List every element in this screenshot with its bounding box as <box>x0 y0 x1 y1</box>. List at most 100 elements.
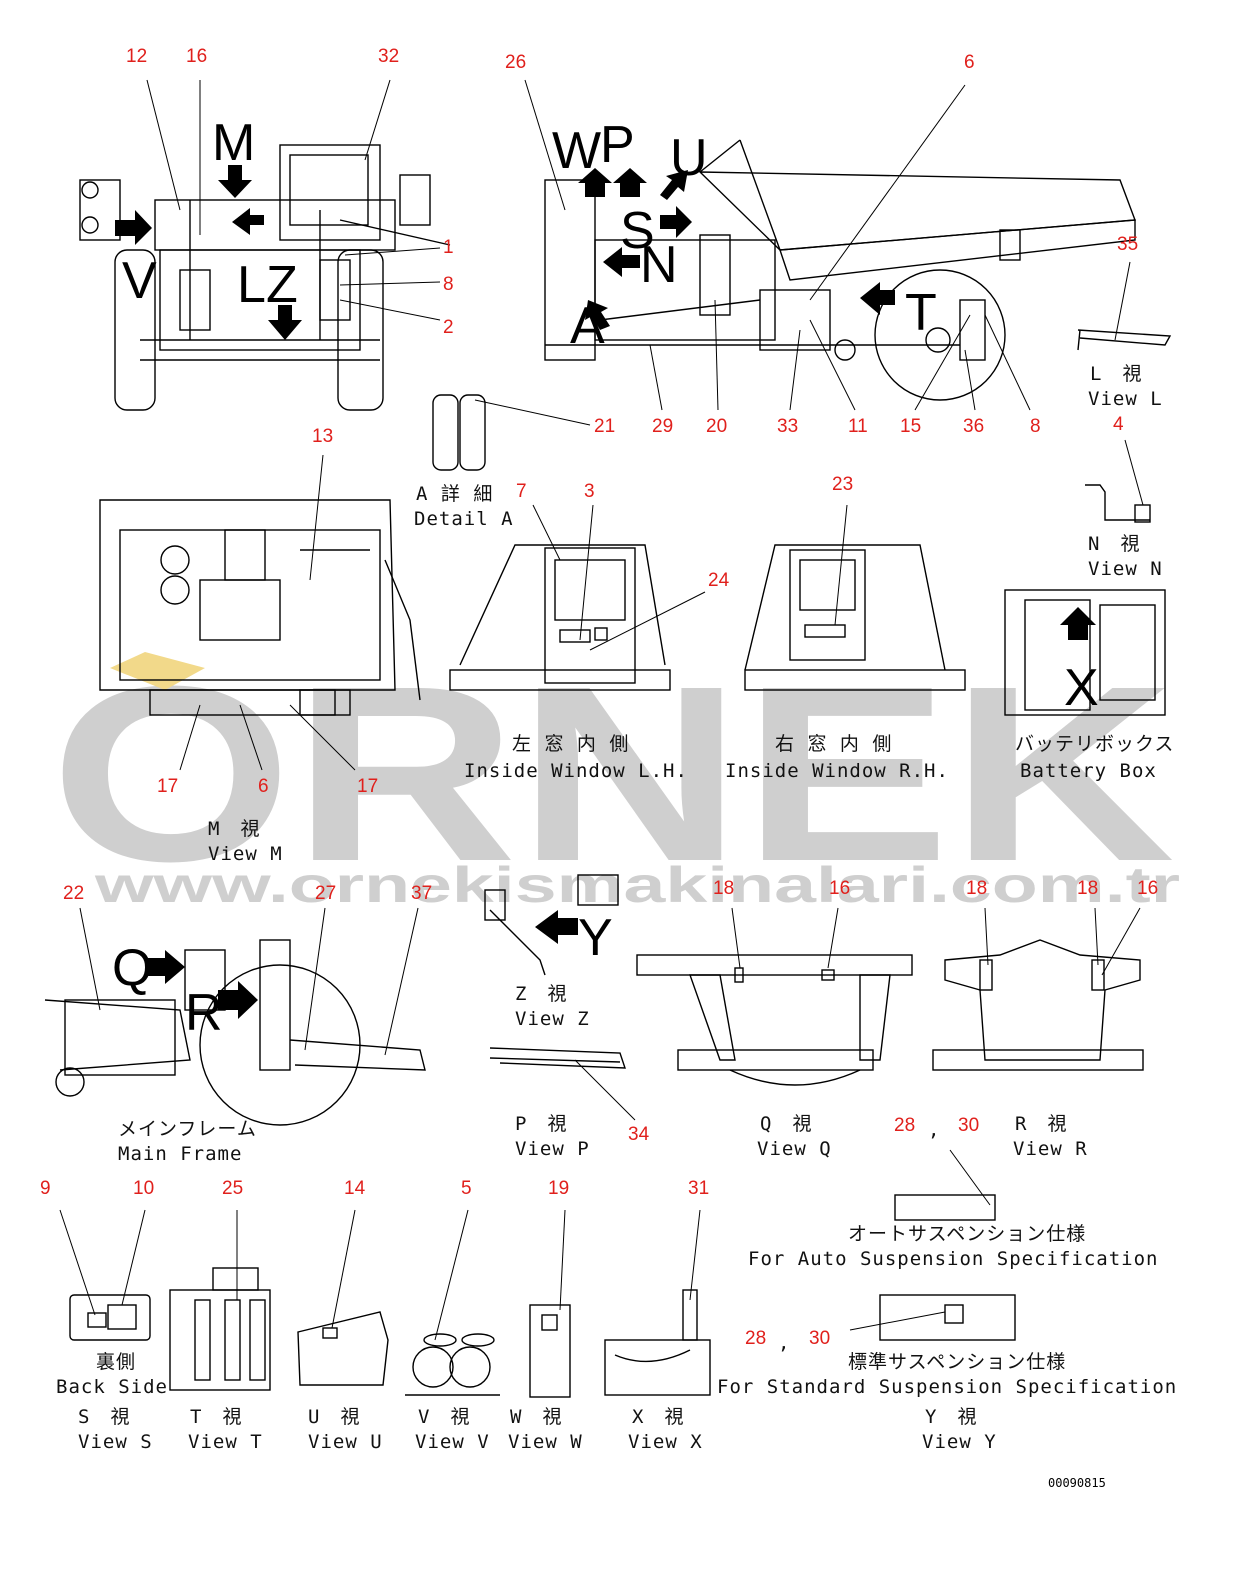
view-z-drawing <box>484 874 619 976</box>
callout-6-m: 6 <box>258 776 269 797</box>
callout-28-std: 28 <box>745 1328 766 1349</box>
view-v-jp: V 視 <box>418 1406 470 1428</box>
view-letter-q: Q <box>112 939 152 997</box>
callout-26: 26 <box>505 52 526 73</box>
side-view-arrows <box>578 168 895 330</box>
view-s-drawing <box>69 1294 151 1341</box>
view-letter-p: P <box>600 116 635 174</box>
view-l-drawing <box>1077 329 1172 351</box>
comma-auto: , <box>928 1119 940 1141</box>
view-y-caption: View Y <box>922 1431 997 1453</box>
callout-25: 25 <box>222 1178 243 1199</box>
view-letter-s: S <box>620 202 655 260</box>
inside-window-lh-jp: 左 窓 内 側 <box>512 733 629 755</box>
callout-2: 2 <box>443 317 454 338</box>
callout-13: 13 <box>312 426 333 447</box>
view-v-drawing <box>405 1333 500 1396</box>
callout-4: 4 <box>1113 414 1124 435</box>
std-susp-caption: For Standard Suspension Specification <box>717 1376 1177 1398</box>
callout-23: 23 <box>832 474 853 495</box>
rear-view-arrows <box>115 165 302 340</box>
callout-16-q: 16 <box>829 878 850 899</box>
inside-window-rh-jp: 右 窓 内 側 <box>775 733 892 755</box>
callout-17-left: 17 <box>157 776 178 797</box>
std-susp-jp: 標準サスペンション仕様 <box>848 1351 1066 1373</box>
callout-1: 1 <box>443 237 454 258</box>
callout-14: 14 <box>344 1178 366 1199</box>
view-x-caption: View X <box>628 1431 703 1453</box>
view-letter-a: A <box>570 297 605 355</box>
view-letter-v: V <box>122 252 157 310</box>
callout-28-auto: 28 <box>894 1115 915 1136</box>
callout-numbers: 12 16 32 1 8 2 26 6 35 21 29 20 33 11 15… <box>40 46 1158 1354</box>
view-l-caption: View L <box>1088 388 1163 410</box>
inside-window-lh-drawing <box>449 544 671 691</box>
view-z-caption: View Z <box>515 1008 590 1030</box>
callout-18-q: 18 <box>713 878 734 899</box>
main-frame-caption: Main Frame <box>118 1143 242 1165</box>
view-s-caption: View S <box>78 1431 153 1453</box>
view-n-caption: View N <box>1088 558 1163 580</box>
inside-window-rh-caption: Inside Window R.H. <box>725 760 949 782</box>
callout-12: 12 <box>126 46 147 67</box>
view-u-caption: View U <box>308 1431 383 1453</box>
battery-box-caption: Battery Box <box>1020 760 1157 782</box>
watermark-url: www.ornekismakinalari.com.tr <box>93 857 1180 913</box>
callout-6-top: 6 <box>964 52 975 73</box>
callout-27: 27 <box>315 883 336 904</box>
leader-lines-q <box>731 907 839 969</box>
view-s-jp: S 視 <box>78 1406 130 1428</box>
leader-line-23 <box>834 504 848 626</box>
detail-a-caption: Detail A <box>414 508 514 530</box>
rear-view-drawing <box>79 144 451 411</box>
view-n-jp: N 視 <box>1088 533 1140 555</box>
back-side-jp: 裏側 <box>96 1351 136 1373</box>
view-m-caption: View M <box>208 843 283 865</box>
callout-18-r-left: 18 <box>966 878 987 899</box>
callout-19: 19 <box>548 1178 569 1199</box>
callout-16-r: 16 <box>1137 878 1158 899</box>
leader-lines-r <box>984 907 1141 976</box>
callout-37: 37 <box>411 883 432 904</box>
view-letter-z: Z <box>266 256 298 314</box>
view-z-arrow <box>535 910 578 944</box>
callout-10: 10 <box>133 1178 154 1199</box>
view-m-jp: M 視 <box>208 818 260 840</box>
leader-lines-top <box>146 79 1131 426</box>
callout-8: 8 <box>443 274 454 295</box>
view-u-jp: U 視 <box>308 1406 360 1428</box>
view-t-jp: T 視 <box>190 1406 242 1428</box>
view-q-caption: View Q <box>757 1138 832 1160</box>
callout-30-auto: 30 <box>958 1115 979 1136</box>
callout-34: 34 <box>628 1124 650 1145</box>
view-letter-m: M <box>212 114 255 172</box>
drawing-code: 00090815 <box>1048 1476 1106 1490</box>
main-frame-arrows <box>148 950 258 1019</box>
view-u-drawing <box>297 1311 389 1386</box>
back-side-caption: Back Side <box>56 1376 168 1398</box>
auto-susp-caption: For Auto Suspension Specification <box>748 1248 1159 1270</box>
callout-17-right: 17 <box>357 776 378 797</box>
view-r-caption: View R <box>1013 1138 1088 1160</box>
view-w-jp: W 視 <box>510 1406 562 1428</box>
callout-5: 5 <box>461 1178 472 1199</box>
inside-window-rh-drawing <box>744 544 966 691</box>
view-letter-w: W <box>552 122 601 180</box>
detail-a-jp: A 詳 細 <box>416 483 493 505</box>
leader-line-34 <box>574 1059 636 1121</box>
callout-21: 21 <box>594 416 615 437</box>
view-x-jp: X 視 <box>632 1406 684 1428</box>
callout-18-r-right: 18 <box>1077 878 1098 899</box>
view-q-jp: Q 視 <box>760 1113 812 1135</box>
callout-8-side: 8 <box>1030 416 1041 437</box>
callout-29: 29 <box>652 416 673 437</box>
view-x-drawing <box>604 1289 711 1396</box>
callout-16: 16 <box>186 46 207 67</box>
comma-std: , <box>778 1332 790 1354</box>
callout-30-std: 30 <box>809 1328 830 1349</box>
view-letter-n: N <box>640 236 678 294</box>
battery-box-jp: バッテリボックス <box>1015 733 1174 755</box>
callout-24: 24 <box>708 570 730 591</box>
callout-9: 9 <box>40 1178 51 1199</box>
